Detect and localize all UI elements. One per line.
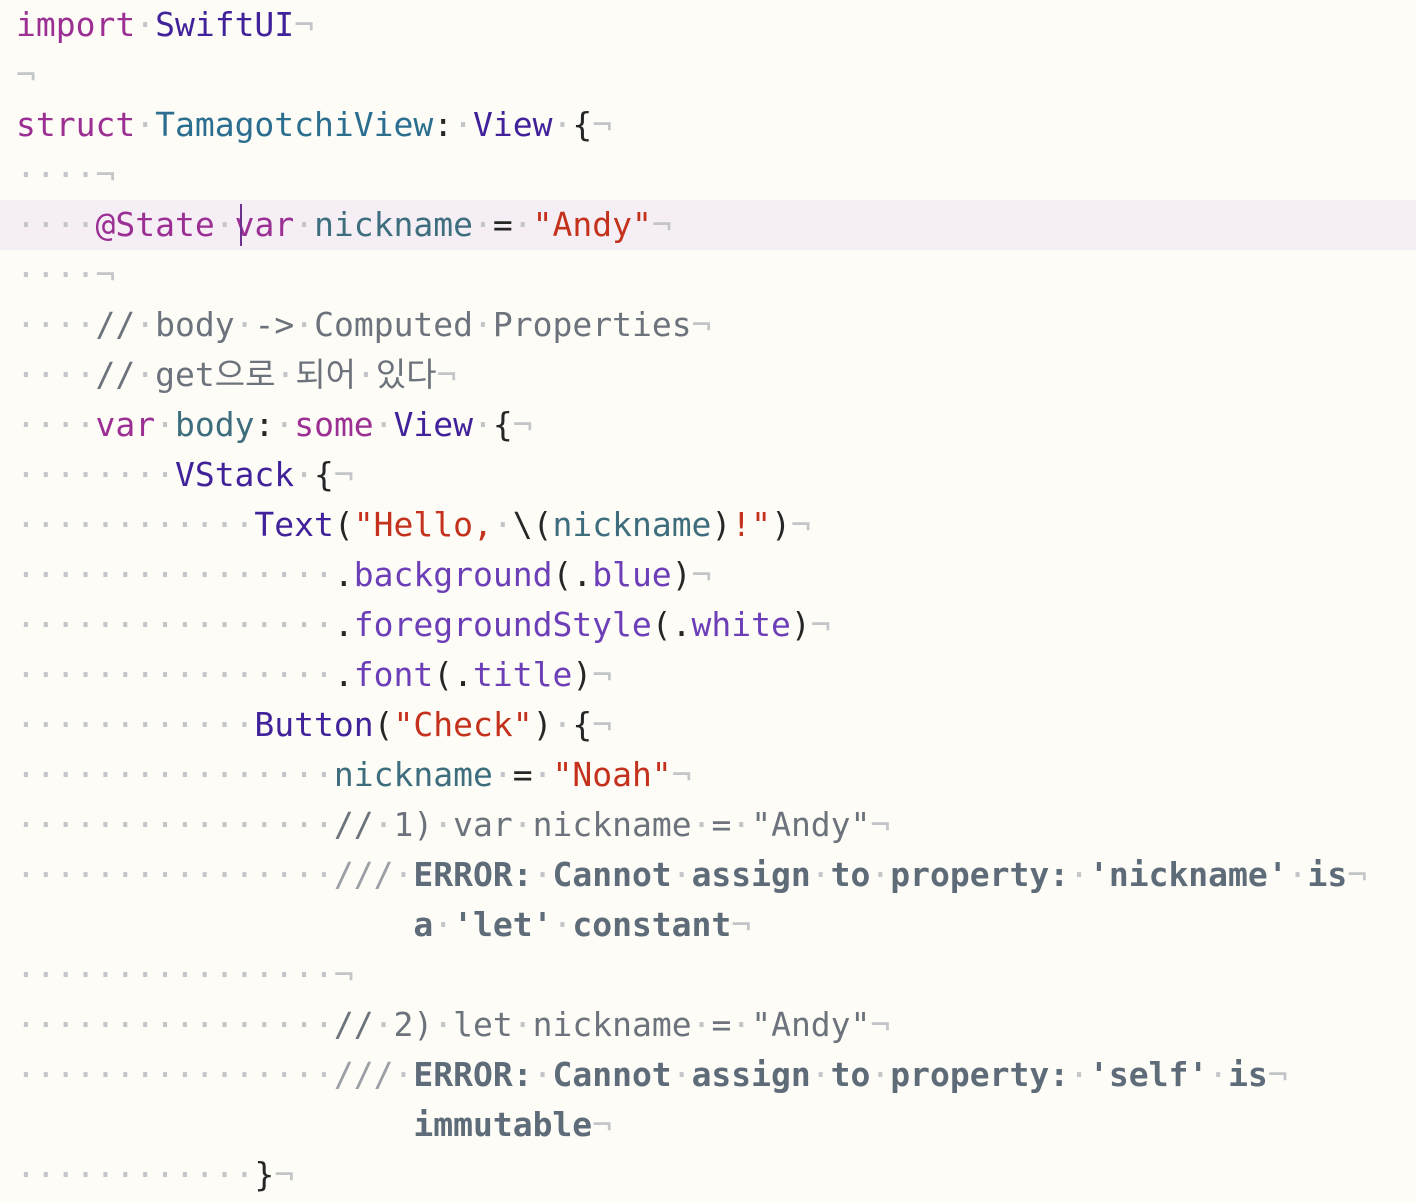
line-code: ················.background(.blue)¬ bbox=[16, 555, 712, 594]
text-cursor bbox=[240, 204, 242, 246]
code-line[interactable]: ················///·ERROR:·Cannot·assign… bbox=[0, 1050, 1416, 1100]
code-line[interactable]: ············Button("Check")·{¬ bbox=[0, 700, 1416, 750]
code-line[interactable]: struct·TamagotchiView:·View·{¬ bbox=[0, 100, 1416, 150]
code-line[interactable]: ············Text("Hello,·\(nickname)!")¬ bbox=[0, 500, 1416, 550]
line-code: ················.font(.title)¬ bbox=[16, 655, 613, 694]
code-line[interactable]: ················.background(.blue)¬ bbox=[0, 550, 1416, 600]
code-line[interactable]: ····//·body·->·Computed·Properties¬ bbox=[0, 300, 1416, 350]
line-code: ····//·get으로·되어·있다¬ bbox=[16, 355, 457, 394]
code-line[interactable]: ················///·ERROR:·Cannot·assign… bbox=[0, 850, 1416, 900]
line-code: ¬ bbox=[16, 55, 36, 94]
code-line[interactable]: ····¬ bbox=[0, 250, 1416, 300]
line-code: import·SwiftUI¬ bbox=[16, 5, 315, 44]
code-line[interactable]: ········VStack·{¬ bbox=[0, 450, 1416, 500]
code-line-wrapped[interactable]: immutable¬ bbox=[0, 1100, 1416, 1150]
code-line[interactable]: ····//·get으로·되어·있다¬ bbox=[0, 350, 1416, 400]
line-code: ············}¬ bbox=[16, 1155, 295, 1194]
code-line[interactable]: ····@State·var·nickname·=·"Andy"¬ bbox=[0, 200, 1416, 250]
line-code: ················//·2)·let·nickname·=·"An… bbox=[16, 1005, 891, 1044]
line-code: ········VStack·{¬ bbox=[16, 455, 354, 494]
line-code: ················¬ bbox=[16, 955, 354, 994]
line-code: ················.foregroundStyle(.white)… bbox=[16, 605, 831, 644]
line-code: ············Button("Check")·{¬ bbox=[16, 705, 613, 744]
code-line[interactable]: ················¬ bbox=[0, 950, 1416, 1000]
line-code: ····¬ bbox=[16, 255, 116, 294]
line-code: ················nickname·=·"Noah"¬ bbox=[16, 755, 692, 794]
code-line[interactable]: ····¬ bbox=[0, 150, 1416, 200]
line-code: struct·TamagotchiView:·View·{¬ bbox=[16, 105, 613, 144]
line-code: ················//·1)·var·nickname·=·"An… bbox=[16, 805, 891, 844]
line-code: ····@State·var·nickname·=·"Andy"¬ bbox=[16, 205, 672, 244]
line-code: ····var·body:·some·View·{¬ bbox=[16, 405, 533, 444]
line-code: ············Text("Hello,·\(nickname)!")¬ bbox=[16, 505, 811, 544]
code-line[interactable]: ················.foregroundStyle(.white)… bbox=[0, 600, 1416, 650]
line-code: ····//·body·->·Computed·Properties¬ bbox=[16, 305, 712, 344]
code-line[interactable]: ····var·body:·some·View·{¬ bbox=[0, 400, 1416, 450]
code-line[interactable]: import·SwiftUI¬ bbox=[0, 0, 1416, 50]
code-line[interactable]: ················//·2)·let·nickname·=·"An… bbox=[0, 1000, 1416, 1050]
code-line[interactable]: ················.font(.title)¬ bbox=[0, 650, 1416, 700]
line-code: ················///·ERROR:·Cannot·assign… bbox=[16, 855, 1368, 894]
code-line[interactable]: ················nickname·=·"Noah"¬ bbox=[0, 750, 1416, 800]
line-code: ················///·ERROR:·Cannot·assign… bbox=[16, 1055, 1288, 1094]
line-code: ····¬ bbox=[16, 155, 116, 194]
code-line[interactable]: ················//·1)·var·nickname·=·"An… bbox=[0, 800, 1416, 850]
code-line[interactable]: ············}¬ bbox=[0, 1150, 1416, 1200]
code-line-wrapped[interactable]: a·'let'·constant¬ bbox=[0, 900, 1416, 950]
line-code: a·'let'·constant¬ bbox=[413, 905, 752, 944]
line-code: immutable¬ bbox=[413, 1105, 613, 1144]
code-line[interactable]: ¬ bbox=[0, 50, 1416, 100]
